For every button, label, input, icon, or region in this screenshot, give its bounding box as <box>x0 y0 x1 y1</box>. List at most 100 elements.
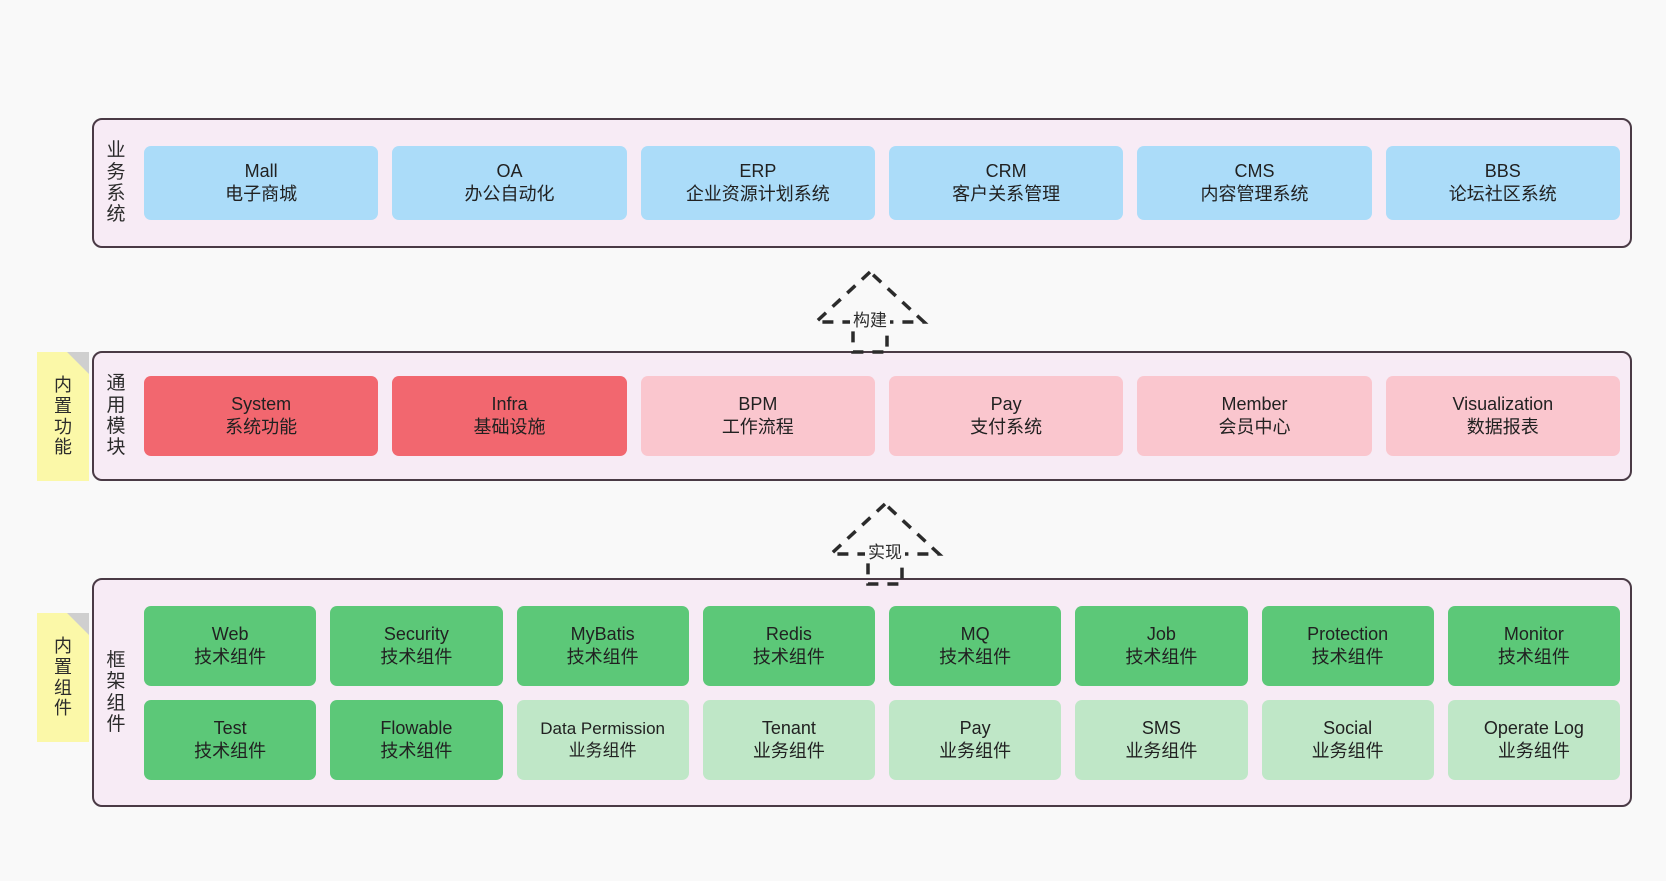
card-subtitle: 技术组件 <box>1311 646 1384 667</box>
card-subtitle: 电子商城 <box>225 184 298 204</box>
card-mall[interactable]: Mall 电子商城 <box>144 146 379 220</box>
card-title: Mall <box>244 161 278 182</box>
common-card-list: System 系统功能 Infra 基础设施 BPM 工作流程 Pay 支付系统… <box>138 353 1630 479</box>
card-title: Social <box>1323 717 1373 738</box>
card-subtitle: 技术组件 <box>752 646 825 667</box>
card-subtitle: 技术组件 <box>1125 646 1198 667</box>
card-flowable[interactable]: Flowable 技术组件 <box>330 699 503 780</box>
card-subtitle: 论坛社区系统 <box>1448 184 1557 204</box>
card-erp[interactable]: ERP 企业资源计划系统 <box>640 146 875 220</box>
card-title: Web <box>211 623 249 644</box>
card-subtitle: 业务组件 <box>1125 740 1198 761</box>
card-subtitle: 技术组件 <box>380 646 453 667</box>
card-subtitle: 业务组件 <box>568 740 637 760</box>
card-title: Flowable <box>380 717 453 738</box>
card-title: ERP <box>739 161 777 182</box>
framework-card-grid: Web 技术组件 Security 技术组件 MyBatis 技术组件 Redi… <box>138 580 1630 805</box>
card-subtitle: 技术组件 <box>939 646 1012 667</box>
card-subtitle: 业务组件 <box>939 740 1012 761</box>
connector-implement: 实现 <box>815 500 955 586</box>
card-bpm[interactable]: BPM 工作流程 <box>640 376 875 456</box>
card-subtitle: 支付系统 <box>970 417 1043 437</box>
note-char: 内 <box>54 375 72 396</box>
card-redis[interactable]: Redis 技术组件 <box>702 605 875 686</box>
card-protection[interactable]: Protection 技术组件 <box>1261 605 1434 686</box>
card-system[interactable]: System 系统功能 <box>144 376 379 456</box>
business-card-list: Mall 电子商城 OA 办公自动化 ERP 企业资源计划系统 CRM 客户关系… <box>138 120 1630 246</box>
layer-title-char: 块 <box>106 437 126 459</box>
card-title: Infra <box>491 394 528 415</box>
note-builtin-function: 内 置 功 能 <box>37 352 89 481</box>
connector-build-label: 构建 <box>850 306 890 331</box>
card-security[interactable]: Security 技术组件 <box>330 605 503 686</box>
note-char: 置 <box>54 656 72 677</box>
card-mq[interactable]: MQ 技术组件 <box>889 605 1062 686</box>
card-title: Visualization <box>1452 394 1554 415</box>
card-title: Test <box>213 717 247 738</box>
layer-title-business-system: 业 务 系 统 <box>94 120 138 246</box>
card-member[interactable]: Member 会员中心 <box>1137 376 1372 456</box>
card-title: Operate Log <box>1483 717 1584 738</box>
connector-build: 构建 <box>800 268 940 354</box>
card-bbs[interactable]: BBS 论坛社区系统 <box>1385 146 1620 220</box>
card-mybatis[interactable]: MyBatis 技术组件 <box>516 605 689 686</box>
layer-title-char: 统 <box>106 204 126 226</box>
layer-title-char: 组 <box>106 692 126 714</box>
card-cms[interactable]: CMS 内容管理系统 <box>1137 146 1372 220</box>
card-test[interactable]: Test 技术组件 <box>144 699 317 780</box>
card-subtitle: 技术组件 <box>194 646 267 667</box>
card-title: MyBatis <box>570 623 635 644</box>
layer-title-framework-component: 框 架 组 件 <box>94 580 138 805</box>
card-title: Data Permission <box>540 719 665 739</box>
card-pay-business[interactable]: Pay 业务组件 <box>889 699 1062 780</box>
layer-business-system: 业 务 系 统 Mall 电子商城 OA 办公自动化 ERP 企业资源计划系统 … <box>92 118 1632 248</box>
card-subtitle: 会员中心 <box>1218 417 1291 437</box>
card-pay[interactable]: Pay 支付系统 <box>888 376 1124 456</box>
framework-card-row-business: Test 技术组件 Flowable 技术组件 Data Permission … <box>144 699 1620 780</box>
note-fold-corner-icon <box>67 352 89 374</box>
card-infra[interactable]: Infra 基础设施 <box>392 376 627 456</box>
card-tenant[interactable]: Tenant 业务组件 <box>702 699 875 780</box>
card-subtitle: 技术组件 <box>194 740 267 761</box>
layer-title-char: 模 <box>106 416 126 437</box>
card-data-permission[interactable]: Data Permission 业务组件 <box>516 699 689 780</box>
card-subtitle: 业务组件 <box>1497 740 1570 761</box>
card-job[interactable]: Job 技术组件 <box>1075 605 1248 686</box>
card-subtitle: 客户关系管理 <box>952 184 1061 204</box>
card-subtitle: 技术组件 <box>566 646 639 667</box>
card-web[interactable]: Web 技术组件 <box>144 605 317 686</box>
layer-title-char: 务 <box>106 161 126 183</box>
card-visualization[interactable]: Visualization 数据报表 <box>1385 376 1620 456</box>
layer-title-char: 业 <box>106 140 126 162</box>
card-title: Redis <box>765 623 812 644</box>
note-char: 功 <box>54 416 72 437</box>
card-sms[interactable]: SMS 业务组件 <box>1075 699 1248 780</box>
card-subtitle: 办公自动化 <box>464 184 555 204</box>
layer-title-char: 通 <box>106 373 126 395</box>
connector-implement-label: 实现 <box>865 538 905 563</box>
card-title: Tenant <box>761 717 816 738</box>
card-subtitle: 系统功能 <box>225 417 298 437</box>
layer-framework-component: 框 架 组 件 Web 技术组件 Security 技术组件 MyBatis 技… <box>92 578 1632 807</box>
card-operate-log[interactable]: Operate Log 业务组件 <box>1447 699 1620 780</box>
card-subtitle: 基础设施 <box>473 417 546 437</box>
card-subtitle: 工作流程 <box>721 417 794 437</box>
card-subtitle: 内容管理系统 <box>1200 184 1309 204</box>
layer-common-module: 通 用 模 块 System 系统功能 Infra 基础设施 BPM 工作流程 … <box>92 351 1632 481</box>
card-title: CMS <box>1234 161 1275 182</box>
card-subtitle: 技术组件 <box>1497 646 1570 667</box>
card-social[interactable]: Social 业务组件 <box>1261 699 1434 780</box>
card-crm[interactable]: CRM 客户关系管理 <box>888 146 1124 220</box>
card-title: Job <box>1146 623 1176 644</box>
card-title: BBS <box>1484 161 1521 182</box>
card-subtitle: 企业资源计划系统 <box>685 184 830 204</box>
note-char: 能 <box>54 437 72 458</box>
note-builtin-component: 内 置 组 件 <box>37 613 89 742</box>
card-oa[interactable]: OA 办公自动化 <box>392 146 627 220</box>
layer-title-char: 架 <box>106 671 126 693</box>
layer-title-char: 框 <box>106 649 126 671</box>
card-title: Protection <box>1307 623 1389 644</box>
note-char: 置 <box>54 395 72 416</box>
card-monitor[interactable]: Monitor 技术组件 <box>1447 605 1620 686</box>
